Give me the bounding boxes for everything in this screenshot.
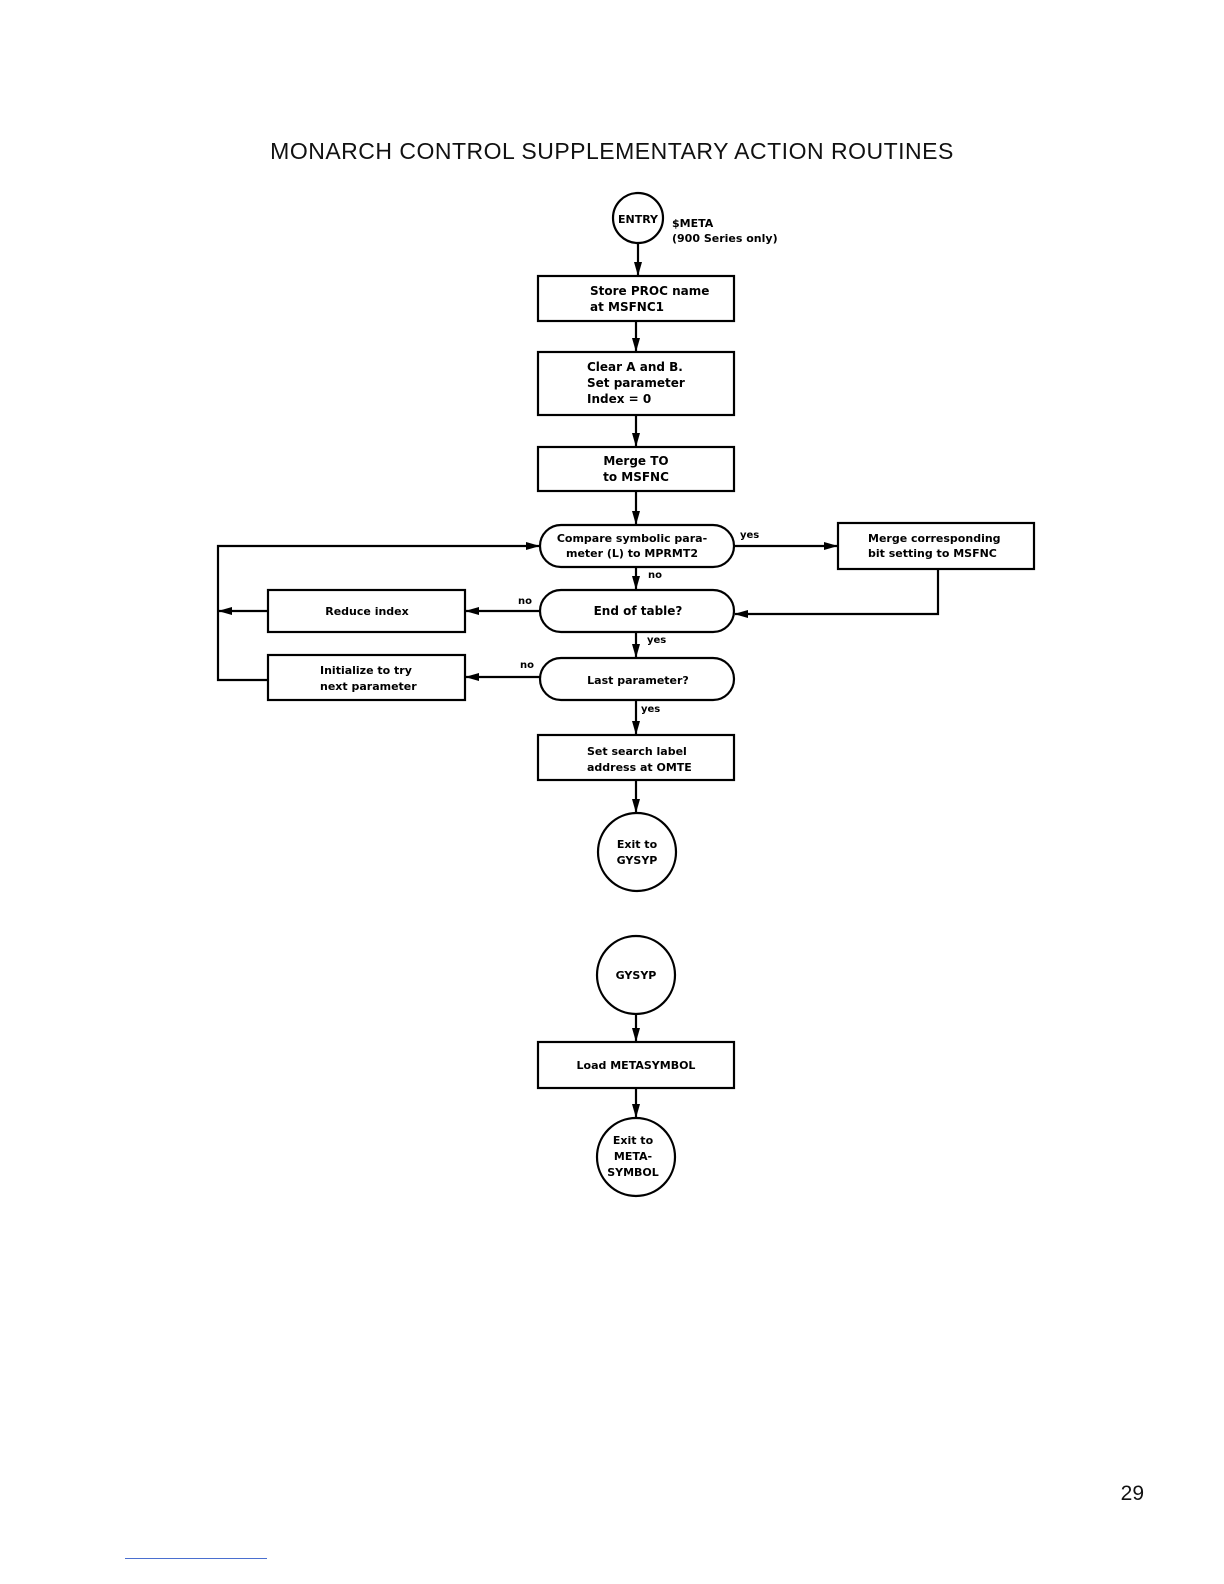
exit-gysyp-line1: Exit to	[617, 838, 658, 851]
load-meta-label: Load METASYMBOL	[577, 1059, 696, 1072]
connector-merge-return	[734, 569, 940, 618]
merge-corresponding-box	[836, 521, 1036, 571]
page-title: MONARCH CONTROL SUPPLEMENTARY ACTION ROU…	[270, 138, 954, 164]
last-parameter-label: Last parameter?	[587, 674, 689, 687]
reduce-index-label: Reduce index	[325, 605, 408, 618]
merge-to-box	[536, 445, 736, 493]
clear-ab-line2: Set parameter	[587, 376, 685, 390]
compare-line1: Compare symbolic para-	[557, 532, 707, 545]
exit-meta-line1: Exit to	[613, 1134, 654, 1147]
exit-meta-terminal	[595, 1116, 677, 1198]
initialize-box	[266, 653, 467, 702]
entry-label: ENTRY	[618, 213, 659, 226]
page-number: 29	[1120, 1482, 1144, 1505]
label-compare-no: no	[648, 570, 662, 581]
set-search-line1: Set search label	[587, 745, 687, 758]
end-of-table-label: End of table?	[594, 604, 683, 618]
gysyp-label: GYSYP	[616, 969, 657, 982]
store-proc-line2: at MSFNC1	[590, 300, 664, 314]
compare-line2: meter (L) to MPRMT2	[566, 547, 698, 560]
load-meta-box	[536, 1040, 736, 1090]
entry-name: $META	[672, 217, 714, 230]
reduce-index-box	[266, 588, 467, 634]
clear-ab-line1: Clear A and B.	[587, 360, 683, 374]
merge-to-line1: Merge TO	[603, 454, 668, 468]
store-proc-line1: Store PROC name	[590, 284, 709, 298]
merge-corresponding-line1: Merge corresponding	[868, 532, 1001, 545]
exit-meta-line3: SYMBOL	[607, 1166, 659, 1179]
initialize-line2: next parameter	[320, 680, 417, 693]
set-search-line2: address at OMTE	[587, 761, 692, 774]
store-proc-box	[536, 274, 736, 323]
exit-gysyp-terminal	[596, 811, 678, 893]
merge-corresponding-line2: bit setting to MSFNC	[868, 547, 997, 560]
exit-gysyp-line2: GYSYP	[617, 854, 658, 867]
label-end-no: no	[518, 596, 532, 607]
label-end-yes: yes	[647, 635, 666, 646]
connector-initialize-loop	[216, 542, 540, 682]
exit-meta-line2: META-	[614, 1150, 652, 1163]
label-compare-yes: yes	[740, 530, 759, 541]
clear-ab-line3: Index = 0	[587, 392, 651, 406]
set-search-box	[536, 733, 736, 782]
merge-to-line2: to MSFNC	[603, 470, 669, 484]
initialize-line1: Initialize to try	[320, 664, 412, 677]
entry-note: (900 Series only)	[672, 232, 778, 245]
label-last-no: no	[520, 660, 534, 671]
label-last-yes: yes	[641, 704, 660, 715]
footer-rule	[125, 1558, 267, 1559]
